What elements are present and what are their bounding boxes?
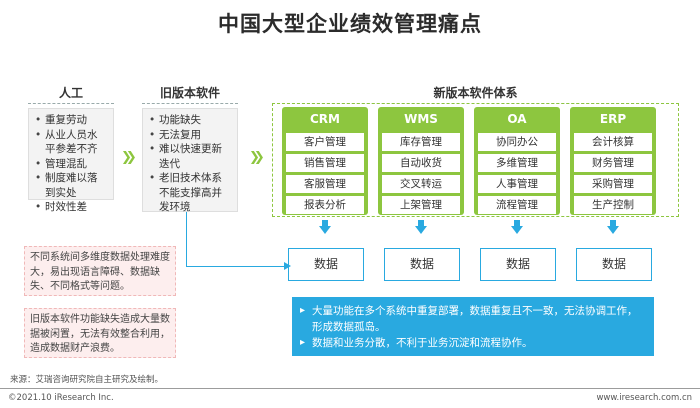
- system-item: 库存管理: [382, 133, 460, 151]
- system-item: 多维管理: [478, 154, 556, 172]
- footer-divider: [0, 388, 700, 389]
- arrow-down-icon: [319, 220, 331, 234]
- system-item: 协同办公: [478, 133, 556, 151]
- old-software-heading-label: 旧版本软件: [159, 86, 220, 100]
- system-item: 上架管理: [382, 196, 460, 214]
- system-item: 报表分析: [286, 196, 364, 214]
- old-software-list: 功能缺失 无法复用 难以快速更新迭代 老旧技术体系不能支撑高并发环境: [149, 113, 231, 215]
- system-card-crm: CRM 客户管理 销售管理 客服管理 报表分析: [282, 107, 368, 215]
- connector-line: [186, 266, 286, 267]
- source-note: 来源：艾瑞咨询研究院自主研究及绘制。: [10, 375, 164, 385]
- system-item: 自动收货: [382, 154, 460, 172]
- list-item: 无法复用: [149, 128, 231, 143]
- list-item: 从业人员水平参差不齐: [35, 128, 107, 157]
- system-item: 销售管理: [286, 154, 364, 172]
- list-item: 时效性差: [35, 200, 107, 215]
- system-card-erp: ERP 会计核算 财务管理 采购管理 生产控制: [570, 107, 656, 215]
- manual-list: 重复劳动 从业人员水平参差不齐 管理混乱 制度难以落到实处 时效性差: [35, 113, 107, 215]
- system-item: 交叉转运: [382, 175, 460, 193]
- list-item: 功能缺失: [149, 113, 231, 128]
- system-item: 人事管理: [478, 175, 556, 193]
- system-item: 会计核算: [574, 133, 652, 151]
- system-name: CRM: [310, 112, 340, 126]
- connector-line: [186, 212, 187, 267]
- data-box: 数据: [480, 248, 556, 281]
- list-item: 管理混乱: [35, 157, 107, 172]
- summary-point: 大量功能在多个系统中重复部署，数据重复且不一致，无法协调工作，形成数据孤岛。: [300, 303, 646, 335]
- copyright: ©2021.10 iResearch Inc.: [8, 393, 114, 403]
- pain-note: 旧版本软件功能缺失造成大量数据被闲置，无法有效整合利用，造成数据财产浪费。: [24, 308, 176, 358]
- system-item: 流程管理: [478, 196, 556, 214]
- old-software-heading: 旧版本软件: [142, 84, 238, 104]
- system-item: 财务管理: [574, 154, 652, 172]
- arrow-down-icon: [415, 220, 427, 234]
- double-chevron-icon: ❯❯: [249, 150, 265, 165]
- system-item: 生产控制: [574, 196, 652, 214]
- arrow-down-icon: [607, 220, 619, 234]
- double-chevron-icon: ❯❯: [121, 150, 137, 165]
- new-system-heading-label: 新版本软件体系: [433, 86, 518, 100]
- website-link[interactable]: www.iresearch.com.cn: [596, 393, 692, 403]
- system-card-wms: WMS 库存管理 自动收货 交叉转运 上架管理: [378, 107, 464, 215]
- system-item: 客户管理: [286, 133, 364, 151]
- summary-panel: 大量功能在多个系统中重复部署，数据重复且不一致，无法协调工作，形成数据孤岛。 数…: [292, 297, 654, 356]
- manual-heading: 人工: [28, 84, 114, 104]
- summary-point: 数据和业务分散，不利于业务沉淀和流程协作。: [300, 335, 646, 351]
- system-name: ERP: [599, 112, 627, 126]
- system-item: 客服管理: [286, 175, 364, 193]
- system-card-oa: OA 协同办公 多维管理 人事管理 流程管理: [474, 107, 560, 215]
- manual-heading-label: 人工: [58, 86, 83, 100]
- data-box: 数据: [384, 248, 460, 281]
- arrow-down-icon: [511, 220, 523, 234]
- arrow-right-icon: [284, 262, 291, 270]
- data-box: 数据: [288, 248, 364, 281]
- system-item: 采购管理: [574, 175, 652, 193]
- manual-heading-divider: [28, 103, 114, 104]
- old-software-heading-divider: [142, 103, 238, 104]
- old-software-box: 功能缺失 无法复用 难以快速更新迭代 老旧技术体系不能支撑高并发环境: [142, 108, 238, 215]
- list-item: 难以快速更新迭代: [149, 142, 231, 171]
- data-box: 数据: [576, 248, 652, 281]
- pain-note: 不同系统间多维度数据处理难度大，易出现语言障碍、数据缺失、不同格式等问题。: [24, 246, 176, 296]
- list-item: 制度难以落到实处: [35, 171, 107, 200]
- new-system-heading: 新版本软件体系: [272, 84, 679, 104]
- system-name: OA: [507, 112, 527, 126]
- list-item: 老旧技术体系不能支撑高并发环境: [149, 171, 231, 215]
- system-name: WMS: [404, 112, 438, 126]
- manual-box: 重复劳动 从业人员水平参差不齐 管理混乱 制度难以落到实处 时效性差: [28, 108, 114, 214]
- list-item: 重复劳动: [35, 113, 107, 128]
- page-title: 中国大型企业绩效管理痛点: [218, 12, 482, 36]
- new-system-frame: [272, 103, 679, 217]
